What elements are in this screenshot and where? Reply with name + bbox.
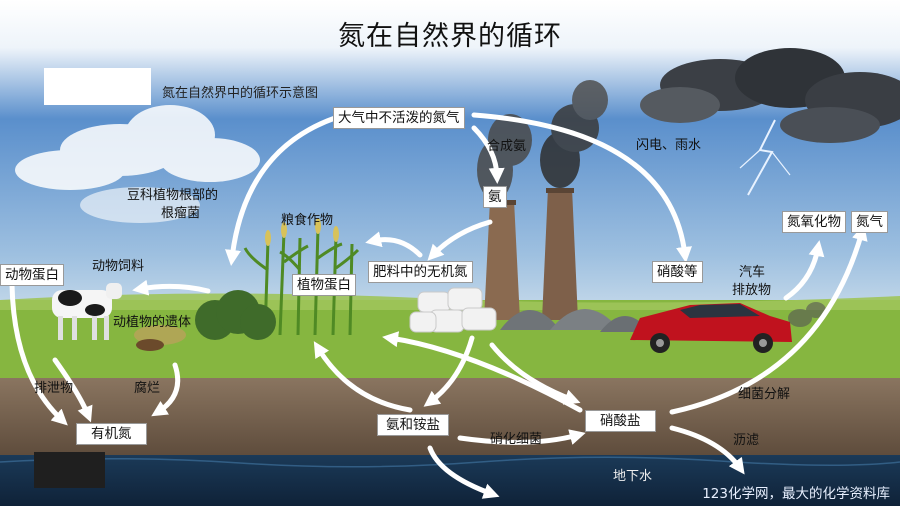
node-nitric-acid: 硝酸等 [652, 261, 703, 283]
node-n2: 氮气 [851, 211, 888, 233]
red-car [630, 303, 792, 353]
label-exhaust-2: 排放物 [732, 283, 772, 298]
arrow-to-feed [132, 279, 211, 296]
arrow-atmosphere-to-ammonia [471, 125, 505, 184]
fertilizer-bags [409, 287, 497, 333]
arrow-atmosphere-to-nitric [471, 112, 692, 263]
label-denitrify: 细菌分解 [738, 387, 791, 402]
arrow-fertilizer-to-crops [365, 231, 423, 258]
diagram-subtitle: 氮在自然界中的循环示意图 [162, 86, 319, 101]
blank-box-top-left [44, 68, 151, 105]
node-fertilizer: 肥料中的无机氮 [368, 261, 473, 283]
arrow-ammonia-to-fertilizer [427, 219, 493, 261]
label-lightning: 闪电、雨水 [636, 138, 702, 153]
blank-box-bottom-left [34, 452, 105, 488]
label-crops: 粮食作物 [281, 213, 334, 228]
arrow-to-ammonium [423, 335, 475, 407]
soil-layer [0, 378, 900, 458]
label-groundwater: 地下水 [613, 469, 653, 484]
cow [52, 283, 122, 340]
arrow-ammonium-leach [427, 445, 500, 499]
label-feed: 动物饲料 [92, 259, 145, 274]
label-nitrifying: 硝化细菌 [490, 432, 543, 447]
arrow-animal-to-organic [9, 282, 68, 426]
factory-smoke [477, 80, 608, 200]
page-title: 氮在自然界的循环 [338, 21, 562, 52]
label-leaching: 沥滤 [733, 433, 760, 448]
bush [195, 290, 276, 340]
arrow-decay [151, 362, 181, 417]
label-exhaust-1: 汽车 [739, 265, 766, 280]
cycle-arrows [9, 112, 868, 499]
node-animal-protein: 动物蛋白 [0, 264, 64, 286]
factory-sheds [500, 309, 650, 332]
node-nitrate: 硝酸盐 [585, 410, 656, 432]
label-remains: 动植物的遗体 [113, 315, 192, 330]
arrow-denitrify [669, 224, 868, 415]
arrow-excreta [52, 357, 93, 423]
node-nox: 氮氧化物 [782, 211, 846, 233]
arrow-nitrification [457, 429, 586, 445]
label-decay: 腐烂 [134, 381, 161, 396]
arrow-leaching [669, 425, 745, 475]
arrow-atmosphere-to-legume [225, 115, 338, 266]
label-legume-2: 根瘤菌 [161, 206, 201, 221]
footer-watermark: 123化学网，最大的化学资料库 [702, 486, 890, 502]
label-excreta: 排泄物 [34, 381, 74, 396]
clouds-left [15, 105, 260, 223]
label-synthesis: 合成氨 [487, 139, 527, 154]
node-organic-n: 有机氮 [76, 423, 147, 445]
node-ammonia: 氨 [483, 186, 507, 208]
node-atmosphere: 大气中不活泼的氮气 [333, 107, 465, 129]
lightning-bolt [747, 119, 776, 196]
node-plant-protein: 植物蛋白 [292, 274, 356, 296]
car-exhaust [788, 302, 826, 327]
arrow-exhaust-to-nox [783, 240, 825, 301]
animal-remains [136, 339, 164, 351]
arrow-nitrate-to-plants [382, 331, 583, 413]
storm-clouds [640, 48, 900, 143]
crop-ears [265, 218, 339, 246]
arrow-to-nitrate [489, 342, 581, 405]
label-legume-1: 豆科植物根部的 [127, 188, 219, 203]
arrow-ammonium-to-plants [313, 341, 413, 413]
node-ammonium: 氨和铵盐 [377, 414, 449, 436]
